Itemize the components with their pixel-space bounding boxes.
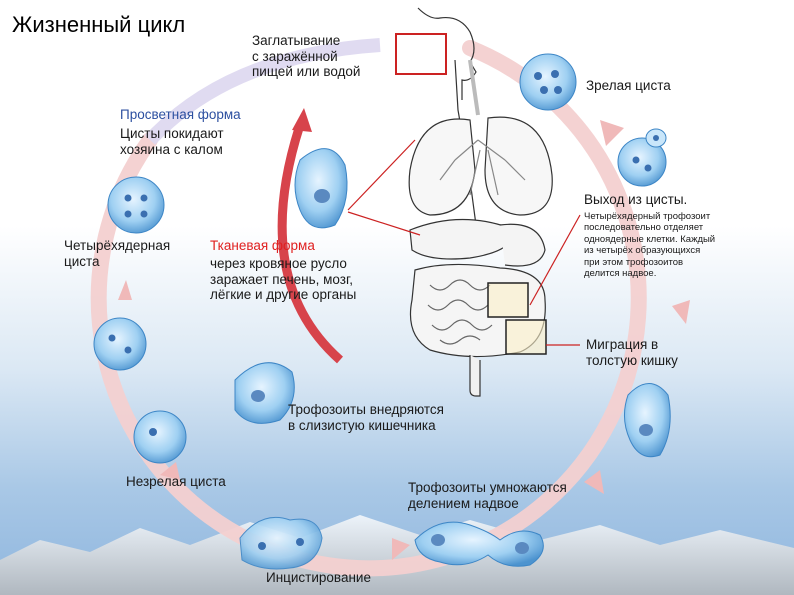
liver [409, 218, 513, 260]
swallow-label: Заглатывание с заражённой пищей или водо… [252, 33, 361, 80]
invade-label: Трофозоиты внедряются в слизистую кишечн… [288, 402, 444, 433]
rectum [469, 355, 481, 397]
trachea [468, 59, 480, 116]
cycle-arrowhead [600, 120, 624, 146]
excysting-cell [617, 128, 667, 187]
cycle-arrowhead [672, 300, 690, 324]
immature-cyst-cell [133, 410, 187, 464]
intestine-coils [427, 279, 493, 345]
colon-box [505, 319, 547, 355]
mature-cyst-label: Зрелая циста [586, 78, 671, 93]
cycle-arrowhead [392, 538, 410, 560]
mature-cyst-cell [519, 53, 577, 111]
four-nuclear-cyst-cell [107, 176, 165, 234]
right-lung [484, 116, 553, 216]
bronchi [439, 139, 526, 196]
trophozoite-cell [294, 148, 348, 229]
binucleate-cyst-cell [93, 317, 147, 371]
colon-trophozoite-cell [624, 383, 671, 458]
cycle-arrow-upper [144, 38, 381, 145]
excyst-text: Четырёхядерный трофозоит последовательно… [584, 211, 716, 279]
migration-label: Миграция в толстую кишку [586, 337, 678, 368]
lumen-form-title: Просветная форма [120, 107, 241, 122]
cycle-arrowhead [160, 462, 180, 480]
excyst-title: Выход из цисты. [584, 192, 688, 207]
tissue-arrow [277, 123, 343, 364]
four-nuclear-cyst-label: Четырёхядерная циста [64, 238, 171, 269]
page-title: Жизненный цикл [12, 12, 186, 37]
cycle-arrowhead [584, 470, 604, 494]
dividing-trophozoite-cell [414, 521, 544, 567]
immature-cyst-label: Незрелая циста [126, 474, 226, 489]
multiply-label: Трофозоиты умножаются делением надвое [408, 480, 567, 511]
encystation-label: Инцистирование [266, 570, 371, 585]
tissue-form-title: Тканевая форма [210, 238, 315, 253]
tissue-form-text: через кровяное русло заражает печень, мо… [210, 256, 357, 303]
encysting-cells [239, 516, 323, 570]
pointer-lines [347, 139, 581, 346]
stomach [499, 223, 546, 267]
left-lung [408, 118, 476, 216]
small-intestine-box [487, 282, 529, 318]
invading-trophozoite-cell [234, 362, 295, 424]
lumen-form-text: Цисты покидают хозяина с калом [120, 126, 224, 157]
tissue-arrowhead [292, 108, 312, 132]
cycle-arrowhead [118, 280, 132, 300]
mouth-highlight-box [395, 33, 447, 75]
